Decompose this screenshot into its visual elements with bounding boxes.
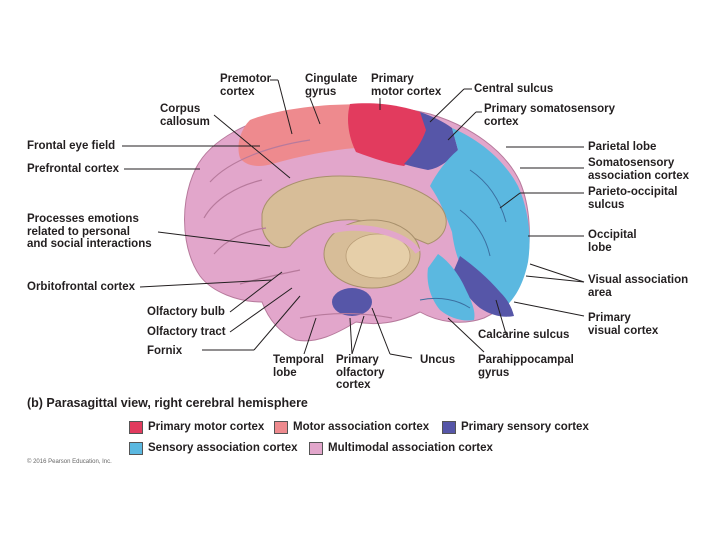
label-processes-emotions: Processes emotions related to personal a… [27, 213, 152, 250]
legend-swatch [442, 420, 456, 434]
label-cingulate-gyrus: Cingulate gyrus [305, 73, 358, 98]
fornix-arc [293, 224, 421, 263]
legend-item-primary-motor: Primary motor cortex [129, 420, 264, 434]
label-visual-association-area: Visual association area [588, 274, 689, 299]
sensory-association-region [430, 128, 530, 308]
legend-swatch [129, 441, 143, 455]
label-orbitofrontal-cortex: Orbitofrontal cortex [27, 281, 135, 293]
label-primary-olfactory-cortex: Primary olfactory cortex [336, 354, 385, 391]
legend-label: Multimodal association cortex [328, 442, 493, 454]
label-primary-visual-cortex: Primary visual cortex [588, 312, 659, 337]
gyrus-line-2 [203, 179, 263, 219]
legend-label: Primary sensory cortex [461, 421, 589, 433]
label-uncus: Uncus [420, 354, 456, 366]
gyrus-line-4 [239, 269, 301, 285]
label-somatosensory-association-cortex: Somatosensory association cortex [588, 157, 689, 182]
legend-item-multimodal-association: Multimodal association cortex [309, 441, 493, 455]
label-parietal-lobe: Parietal lobe [588, 141, 657, 153]
legend-swatch [274, 420, 288, 434]
label-fornix: Fornix [147, 345, 183, 357]
label-frontal-eye-field: Frontal eye field [27, 140, 116, 152]
label-primary-motor-cortex: Primary motor cortex [371, 73, 442, 98]
legend-swatch [129, 420, 143, 434]
label-prefrontal-cortex: Prefrontal cortex [27, 163, 120, 175]
leader-lines [122, 79, 585, 359]
gyrus-line-7 [469, 169, 507, 223]
legend-item-sensory-association: Sensory association cortex [129, 441, 298, 455]
label-calcarine-sulcus: Calcarine sulcus [478, 329, 570, 341]
label-primary-somatosensory-cortex: Primary somatosensory cortex [484, 103, 616, 128]
label-olfactory-tract: Olfactory tract [147, 326, 226, 338]
legend-label: Motor association cortex [293, 421, 430, 433]
legend-label: Primary motor cortex [148, 421, 265, 433]
legend-item-primary-sensory: Primary sensory cortex [442, 420, 589, 434]
gyrus-line-6 [419, 297, 471, 309]
motor-association-region [238, 104, 360, 166]
primary-motor-region [348, 103, 428, 166]
label-temporal-lobe: Temporal lobe [273, 354, 324, 379]
gyrus-line-3 [213, 227, 267, 255]
label-parahippocampal-gyrus: Parahippocampal gyrus [478, 354, 574, 379]
figure-caption: (b) Parasagittal view, right cerebral he… [27, 396, 308, 410]
primary-somatosensory-region [404, 112, 458, 170]
label-corpus-callosum: Corpus callosum [160, 103, 210, 128]
label-parieto-occipital-sulcus: Parieto-occipital sulcus [588, 186, 678, 211]
label-occipital-lobe: Occipital lobe [588, 229, 637, 254]
copyright-notice: © 2016 Pearson Education, Inc. [27, 459, 112, 465]
legend-label: Sensory association cortex [148, 442, 298, 454]
primary-visual-region [454, 256, 514, 317]
gyrus-line-8 [459, 209, 491, 257]
gyrus-line-5 [299, 312, 393, 319]
legend-item-motor-association: Motor association cortex [274, 420, 429, 434]
gyrus-line-1 [209, 139, 311, 183]
label-central-sulcus: Central sulcus [474, 83, 554, 95]
label-olfactory-bulb: Olfactory bulb [147, 306, 225, 318]
legend-swatch [309, 441, 323, 455]
thalamus-inner [345, 233, 411, 279]
primary-olfactory-region [332, 288, 372, 316]
label-premotor-cortex: Premotor cortex [220, 73, 272, 98]
